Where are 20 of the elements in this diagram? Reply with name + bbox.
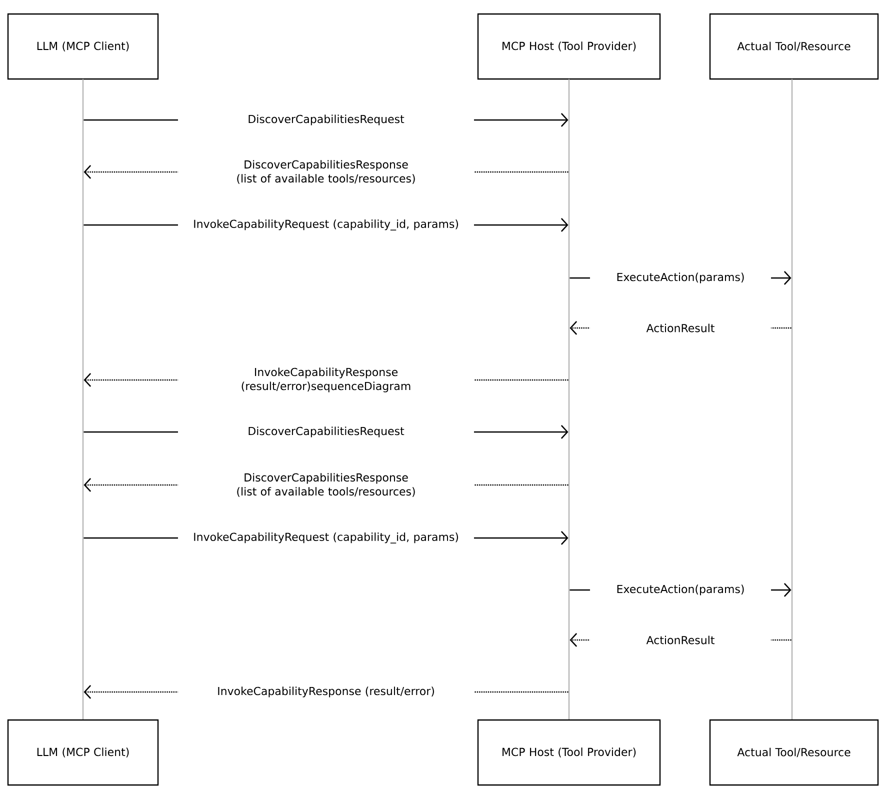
- edge-label: DiscoverCapabilitiesResponse (list of available tools/resources): [178, 470, 474, 500]
- participant-box: LLM (MCP Client): [7, 719, 159, 786]
- edge-label: ActionResult: [590, 320, 771, 336]
- participant-box: MCP Host (Tool Provider): [477, 719, 661, 786]
- participant-box: MCP Host (Tool Provider): [477, 13, 661, 80]
- edge-label: DiscoverCapabilitiesResponse (list of available tools/resources): [178, 157, 474, 187]
- edge-label: InvokeCapabilityRequest (capability_id, params): [178, 530, 474, 546]
- participant-box: Actual Tool/Resource: [709, 13, 879, 80]
- participant-box: LLM (MCP Client): [7, 13, 159, 80]
- edge-label: DiscoverCapabilitiesRequest: [178, 112, 474, 128]
- participant-box: Actual Tool/Resource: [709, 719, 879, 786]
- edge-label: InvokeCapabilityRequest (capability_id, params): [178, 216, 474, 234]
- edge-label: ExecuteAction(params): [590, 270, 771, 286]
- edge-label: InvokeCapabilityResponse (result/error)sequenceDiagram: [178, 364, 474, 396]
- edge-label: DiscoverCapabilitiesRequest: [178, 424, 474, 440]
- edge-label: ActionResult: [590, 632, 771, 648]
- lifeline: [82, 78, 84, 720]
- edge-label: InvokeCapabilityResponse (result/error): [178, 684, 474, 700]
- edge-label: ExecuteAction(params): [590, 582, 771, 598]
- lifeline: [568, 78, 570, 720]
